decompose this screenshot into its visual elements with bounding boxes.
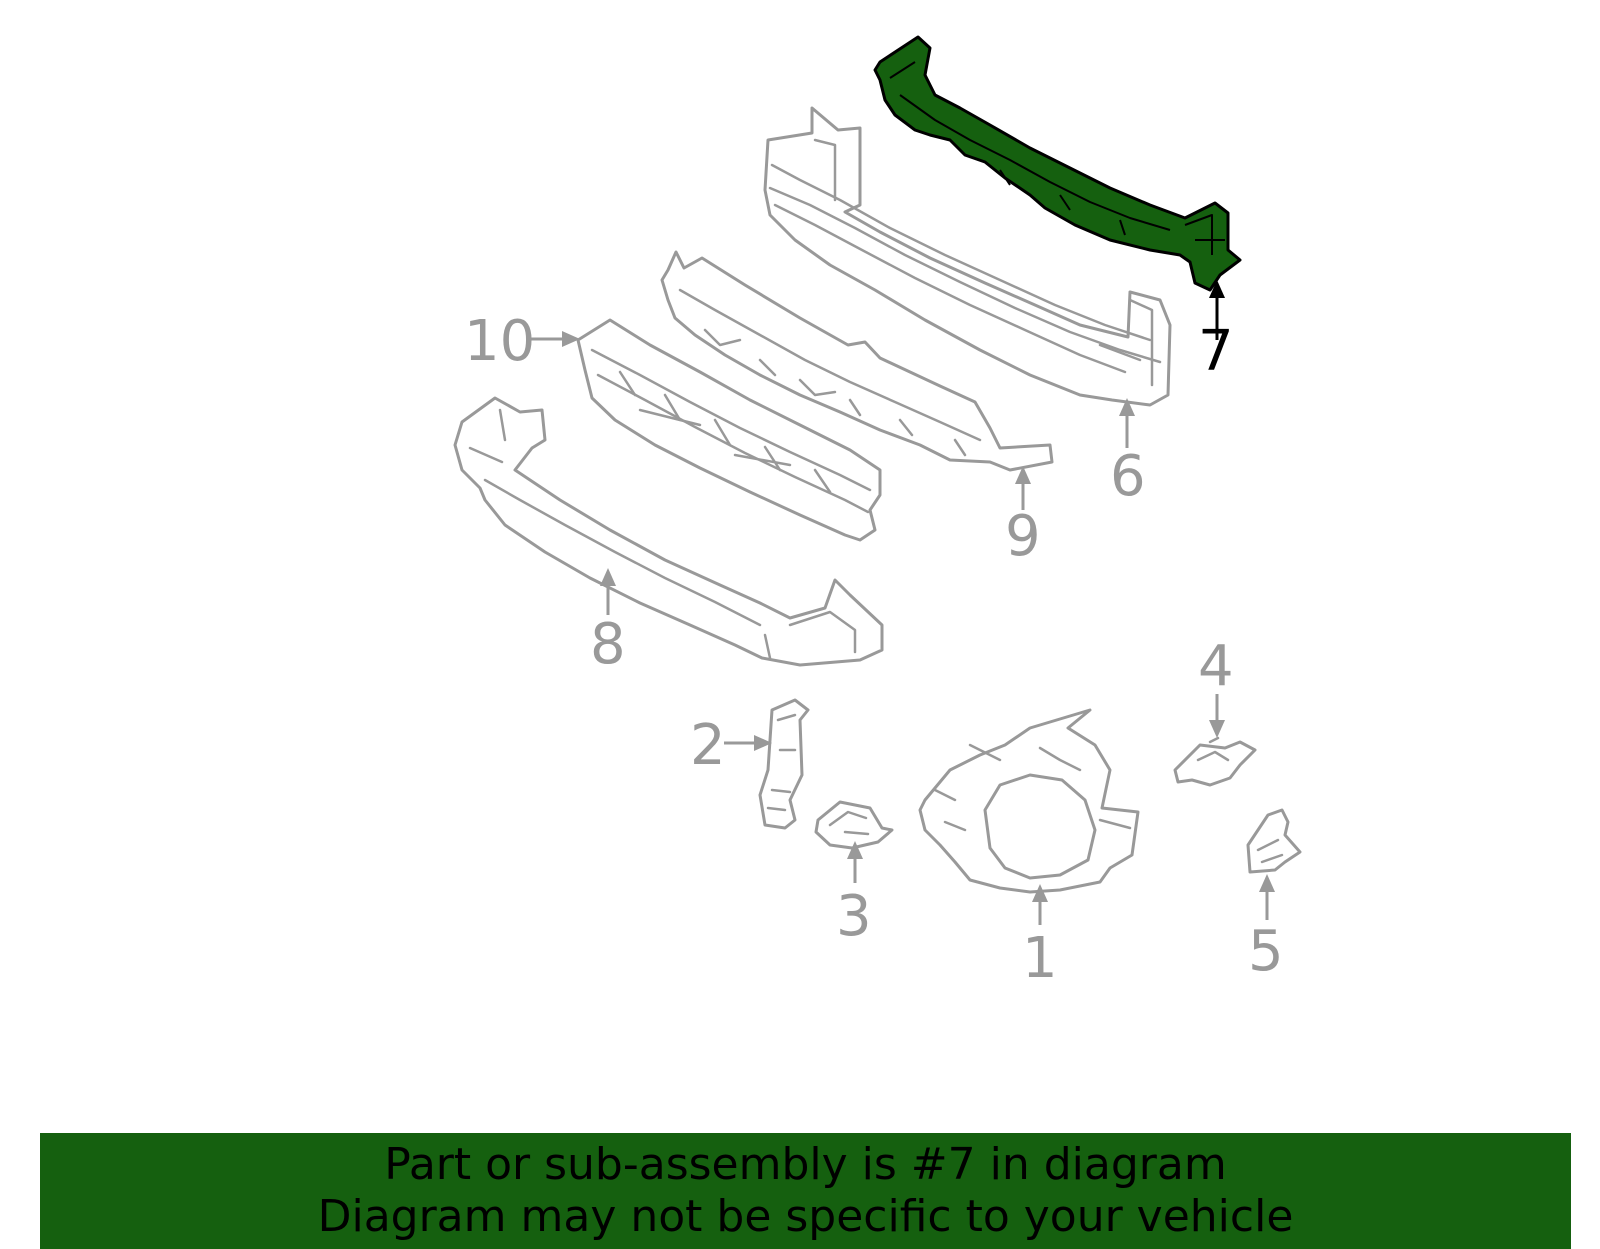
part-7-highlighted[interactable] bbox=[873, 35, 1242, 292]
callout-label-7: 7 bbox=[1198, 319, 1234, 384]
callout-arrow-6 bbox=[1119, 398, 1135, 448]
callout-label-8: 8 bbox=[590, 612, 626, 677]
part-10-grille-absorber[interactable] bbox=[576, 318, 882, 542]
part-6-reinforcement[interactable] bbox=[763, 106, 1172, 407]
part-4-clip[interactable] bbox=[1173, 736, 1257, 787]
part-1-lamp-housing[interactable] bbox=[918, 708, 1140, 894]
callout-arrow-10 bbox=[528, 331, 580, 347]
part-9-absorber[interactable] bbox=[660, 250, 1054, 472]
callout-label-4: 4 bbox=[1198, 634, 1234, 699]
callout-arrow-8 bbox=[600, 568, 616, 615]
callout-arrow-7 bbox=[1209, 280, 1225, 340]
callout-arrow-4 bbox=[1209, 694, 1225, 738]
part-5-bracket[interactable] bbox=[1246, 808, 1302, 874]
banner-line-1: Part or sub-assembly is #7 in diagram bbox=[384, 1139, 1227, 1190]
callout-label-10: 10 bbox=[464, 309, 535, 374]
part-3-clip[interactable] bbox=[814, 800, 894, 850]
callout-arrow-3 bbox=[847, 841, 863, 883]
banner-line-2: Diagram may not be specific to your vehi… bbox=[317, 1191, 1294, 1242]
callout-label-2: 2 bbox=[690, 713, 726, 778]
part-8-lower-beam[interactable] bbox=[453, 396, 884, 667]
callout-label-1: 1 bbox=[1022, 926, 1058, 991]
callout-label-6: 6 bbox=[1110, 444, 1146, 509]
callout-label-3: 3 bbox=[836, 884, 872, 949]
callout-arrow-2 bbox=[724, 735, 772, 751]
callout-arrow-5 bbox=[1259, 874, 1275, 920]
callout-label-9: 9 bbox=[1005, 504, 1041, 569]
callout-arrow-9 bbox=[1015, 466, 1031, 510]
callout-label-5: 5 bbox=[1248, 919, 1284, 984]
part-2-bracket[interactable] bbox=[758, 698, 810, 830]
callout-arrow-1 bbox=[1032, 884, 1048, 925]
info-banner: Part or sub-assembly is #7 in diagram Di… bbox=[40, 1133, 1571, 1249]
